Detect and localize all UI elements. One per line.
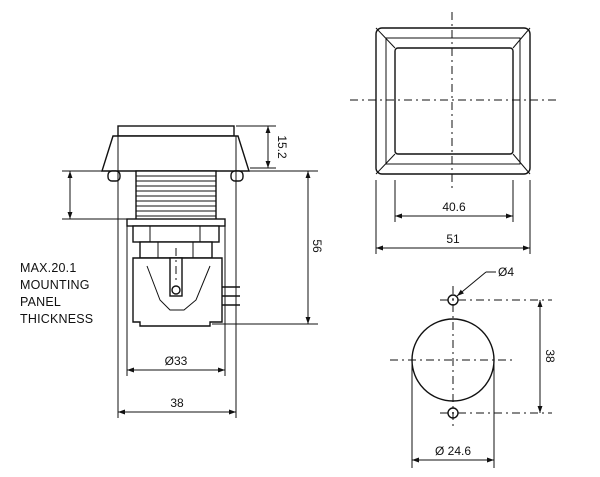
cap-leg-left <box>107 170 121 182</box>
dim-hole-diameter: Ø4 <box>498 265 514 279</box>
dim-hole-spacing: 38 <box>543 349 557 363</box>
cutout-view <box>390 286 552 430</box>
dim-inner-width: 40.6 <box>442 200 466 214</box>
front-view <box>350 12 556 190</box>
panel-note-line-3: PANEL <box>20 295 61 309</box>
panel-note-line-4: THICKNESS <box>20 312 93 326</box>
contact-outline <box>146 265 211 311</box>
cap-leg-right <box>230 170 244 182</box>
cap-top <box>117 125 235 137</box>
hex-nut <box>132 225 220 243</box>
dim-cutout-diameter: Ø 24.6 <box>435 444 471 458</box>
cap-bezel <box>101 135 250 172</box>
front-mid-frame <box>385 37 521 165</box>
side-view <box>101 125 250 327</box>
dim-total-height: 56 <box>310 239 324 253</box>
panel-note-line-1: MAX.20.1 <box>20 261 77 275</box>
cutout-view-dimensions: Ø4 38 Ø 24.6 <box>411 265 557 468</box>
side-view-dimensions: 15.2 56 MAX.20.1 MOUNTING PANEL THICKNES… <box>20 125 324 418</box>
dim-body-diameter: Ø33 <box>165 354 188 368</box>
dim-outer-width: 51 <box>446 232 460 246</box>
front-view-dimensions: 40.6 51 <box>375 180 531 254</box>
dim-height-top: 15.2 <box>275 135 289 159</box>
terminal-hole <box>171 285 181 295</box>
thread-lines <box>136 175 216 217</box>
mounting-flange <box>126 218 226 227</box>
panel-note-line-2: MOUNTING <box>20 278 90 292</box>
dim-overall-width: 38 <box>170 396 184 410</box>
front-lens <box>394 47 514 155</box>
